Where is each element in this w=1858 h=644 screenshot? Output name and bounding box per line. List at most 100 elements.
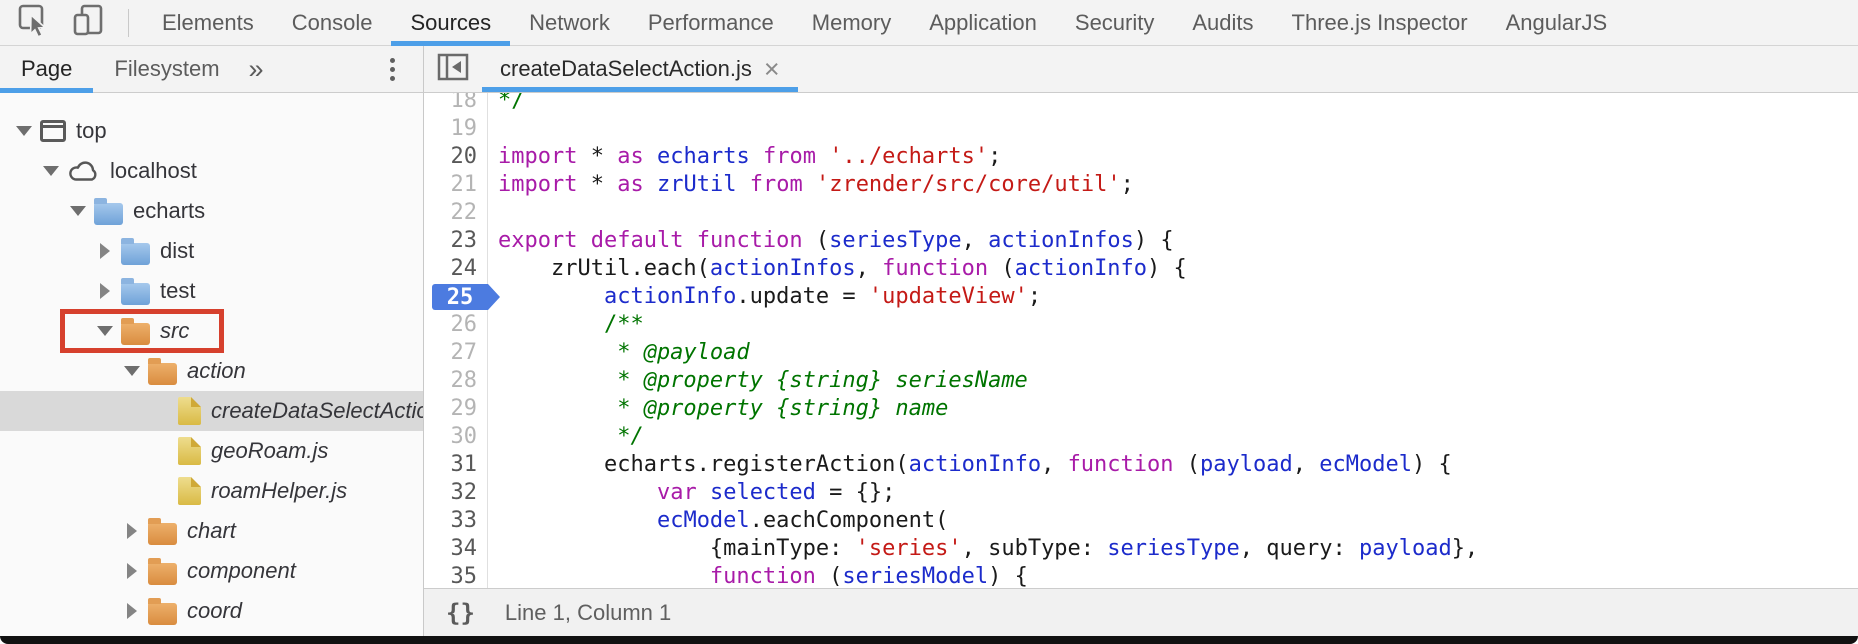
expanded-arrow-icon[interactable] (124, 366, 140, 376)
code-text-31[interactable]: echarts.registerAction(actionInfo, funct… (498, 452, 1452, 477)
execution-line-marker[interactable]: 25 (424, 283, 488, 311)
line-number-20[interactable]: 20 (424, 143, 488, 171)
tab-audits[interactable]: Audits (1192, 9, 1254, 35)
code-line-32: 32 var selected = {}; (424, 479, 1858, 507)
tree-item-label: action (187, 358, 246, 383)
overflow-menu-button[interactable] (390, 57, 395, 81)
line-number-19[interactable]: 19 (424, 115, 488, 143)
code-text-30[interactable]: */ (498, 424, 644, 449)
navigator-tab-filesystem[interactable]: Filesystem (114, 55, 220, 81)
tree-item-roamhelper-js[interactable]: roamHelper.js (0, 471, 423, 511)
line-number-27[interactable]: 27 (424, 339, 488, 367)
folder-icon (148, 557, 177, 585)
line-number-33[interactable]: 33 (424, 507, 488, 535)
tab-elements[interactable]: Elements (162, 9, 254, 35)
tree-item-chart[interactable]: chart (0, 511, 423, 551)
tab-security[interactable]: Security (1074, 9, 1155, 35)
line-number-28[interactable]: 28 (424, 367, 488, 395)
file-tab-createdataselectaction[interactable]: createDataSelectAction.js × (482, 46, 798, 92)
device-toolbar-icon (70, 2, 106, 43)
collapsed-arrow-icon[interactable] (127, 563, 137, 579)
line-number-35[interactable]: 35 (424, 563, 488, 588)
collapsed-arrow-icon[interactable] (127, 603, 137, 619)
tree-item-test[interactable]: test (0, 271, 423, 311)
inspect-button[interactable] (16, 4, 52, 41)
navigator-header: Page Filesystem » (0, 46, 424, 93)
tab-angularjs[interactable]: AngularJS (1505, 9, 1608, 35)
code-text-19[interactable] (488, 115, 498, 143)
code-text-34[interactable]: {mainType: 'series', subType: seriesType… (498, 536, 1479, 561)
tree-item-action[interactable]: action (0, 351, 423, 391)
tab-memory[interactable]: Memory (811, 9, 892, 35)
code-text-20[interactable]: import * as echarts from '../echarts'; (498, 144, 1002, 169)
tab-performance[interactable]: Performance (647, 9, 774, 35)
line-number-31[interactable]: 31 (424, 451, 488, 479)
tree-item-localhost[interactable]: localhost (0, 151, 423, 191)
code-text-18[interactable]: */ (498, 93, 525, 113)
tree-item-label: roamHelper.js (211, 478, 348, 503)
expanded-arrow-icon[interactable] (70, 206, 86, 216)
code-text-21[interactable]: import * as zrUtil from 'zrender/src/cor… (498, 172, 1134, 197)
line-number-23[interactable]: 23 (424, 227, 488, 255)
secondary-bar: Page Filesystem » createDataSelectAction.… (0, 46, 1858, 93)
expanded-arrow-icon[interactable] (97, 326, 113, 336)
code-text-35[interactable]: function (seriesModel) { (709, 564, 1028, 588)
code-text-25[interactable]: actionInfo.update = 'updateView'; (603, 284, 1042, 309)
folder-icon (121, 317, 150, 345)
line-number-34[interactable]: 34 (424, 535, 488, 563)
pretty-print-button[interactable]: {} (446, 598, 475, 627)
collapsed-arrow-icon[interactable] (100, 283, 110, 299)
tree-item-echarts[interactable]: echarts (0, 191, 423, 231)
code-text-24[interactable]: zrUtil.each(actionInfos, function (actio… (498, 256, 1187, 281)
line-number-18[interactable]: 18 (424, 93, 488, 115)
tree-item-component[interactable]: component (0, 551, 423, 591)
tree-item-createdataselectactio[interactable]: createDataSelectActio (0, 391, 423, 431)
close-icon[interactable]: × (763, 53, 780, 84)
code-text-32[interactable]: var selected = {}; (656, 480, 896, 505)
line-number-32[interactable]: 32 (424, 479, 488, 507)
main-tab-strip: Elements Console Sources Network Performance… (143, 0, 1626, 46)
tab-console[interactable]: Console (291, 9, 373, 35)
device-toolbar-button[interactable] (70, 2, 106, 43)
collapsed-arrow-icon[interactable] (127, 523, 137, 539)
tab-sources[interactable]: Sources (391, 0, 510, 46)
tree-item-dist[interactable]: dist (0, 231, 423, 271)
toolbar-divider (128, 8, 129, 37)
line-number-21[interactable]: 21 (424, 171, 488, 199)
file-icon (175, 477, 201, 505)
line-number-30[interactable]: 30 (424, 423, 488, 451)
code-line-31: 31 echarts.registerAction(actionInfo, fu… (424, 451, 1858, 479)
folder-icon (148, 517, 177, 545)
line-number-29[interactable]: 29 (424, 395, 488, 423)
tab-network[interactable]: Network (529, 9, 610, 35)
expanded-arrow-icon[interactable] (43, 166, 59, 176)
tree-item-coord[interactable]: coord (0, 591, 423, 631)
tree-item-label: src (160, 318, 190, 343)
navigator-tab-page[interactable]: Page (0, 46, 93, 93)
code-text-29[interactable]: * @property {string} name (498, 396, 949, 421)
code-line-24: 24 zrUtil.each(actionInfos, function (ac… (424, 255, 1858, 283)
line-number-26[interactable]: 26 (424, 311, 488, 339)
code-text-23[interactable]: export default function (seriesType, act… (498, 228, 1174, 253)
code-text-27[interactable]: * @payload (498, 340, 750, 365)
tab-three-js-inspector[interactable]: Three.js Inspector (1291, 9, 1468, 35)
code-text-28[interactable]: * @property {string} seriesName (498, 368, 1028, 393)
code-text-22[interactable] (488, 199, 498, 227)
folder-icon (148, 357, 177, 385)
collapse-navigator-button[interactable] (424, 46, 482, 92)
line-number-22[interactable]: 22 (424, 199, 488, 227)
tree-item-src[interactable]: src (0, 311, 423, 351)
tab-application[interactable]: Application (929, 9, 1037, 35)
file-icon (175, 437, 201, 465)
tree-item-label: geoRoam.js (211, 438, 329, 463)
code-text-26[interactable]: /** (498, 312, 644, 337)
line-number-24[interactable]: 24 (424, 255, 488, 283)
more-tabs-button[interactable]: » (248, 53, 264, 84)
tree-item-top[interactable]: top (0, 111, 423, 151)
tree-item-georoam-js[interactable]: geoRoam.js (0, 431, 423, 471)
code-text-33[interactable]: ecModel.eachComponent( (656, 508, 949, 533)
collapsed-arrow-icon[interactable] (100, 243, 110, 259)
expanded-arrow-icon[interactable] (16, 126, 32, 136)
